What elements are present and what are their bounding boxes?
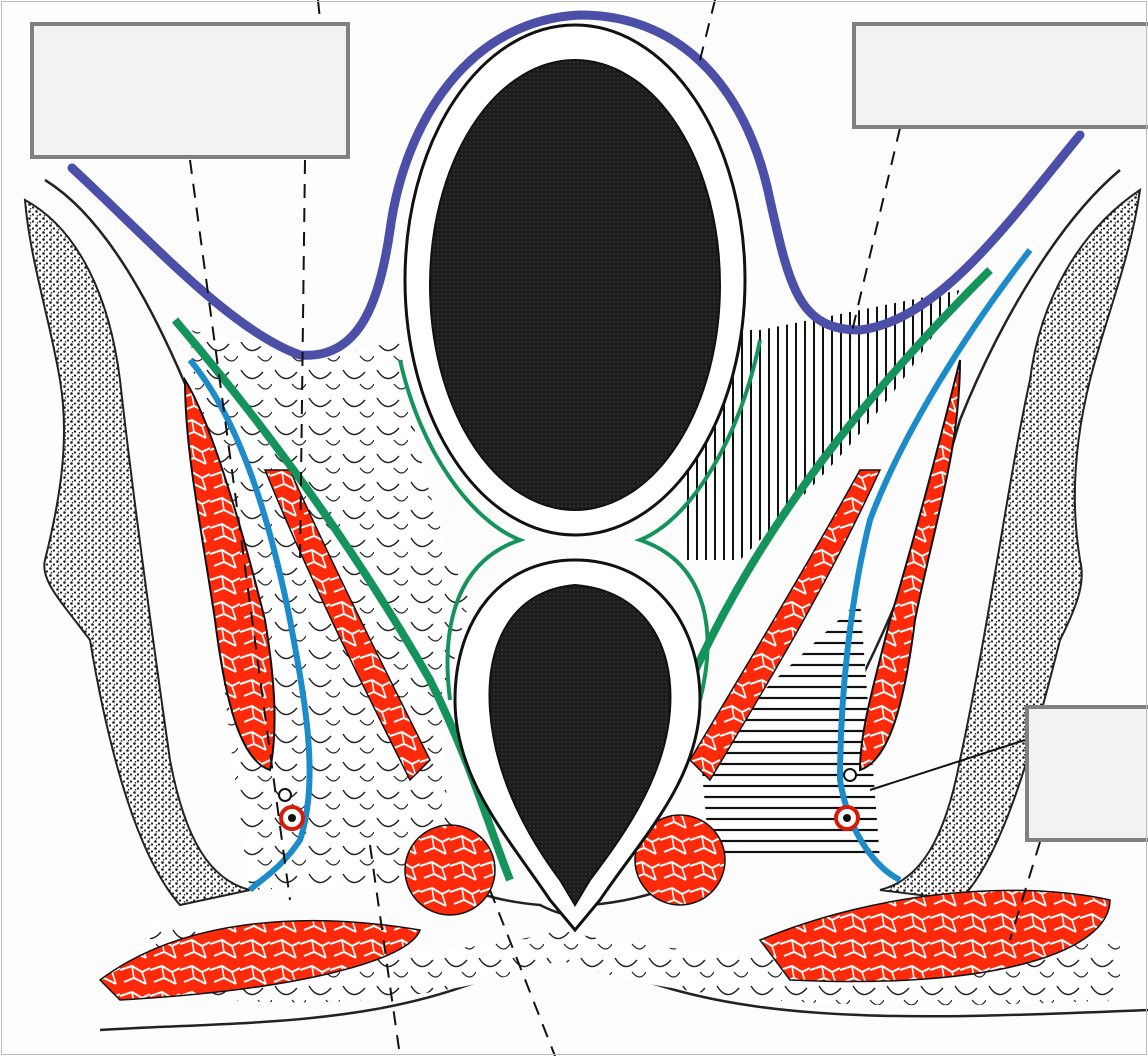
label-box-bottom-right: [1025, 705, 1148, 842]
right-obturator-muscle: [860, 360, 960, 770]
left-sphincter-muscle: [405, 825, 495, 915]
label-box-top-left: [30, 22, 350, 159]
upper-organ-lumen: [430, 60, 720, 510]
label-box-top-right: [852, 22, 1148, 129]
